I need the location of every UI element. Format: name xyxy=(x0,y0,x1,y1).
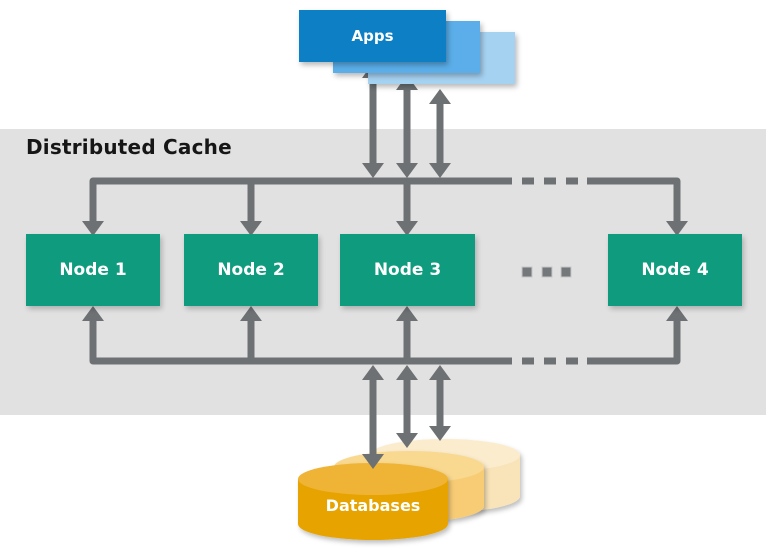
cache-top-bus xyxy=(82,177,688,236)
apps-cache-arrows xyxy=(362,63,451,178)
database-cylinder-front xyxy=(298,463,448,540)
more-nodes-ellipsis-icon xyxy=(521,266,572,278)
cache-database-arrows xyxy=(362,365,451,469)
cache-bottom-bus xyxy=(82,306,688,365)
